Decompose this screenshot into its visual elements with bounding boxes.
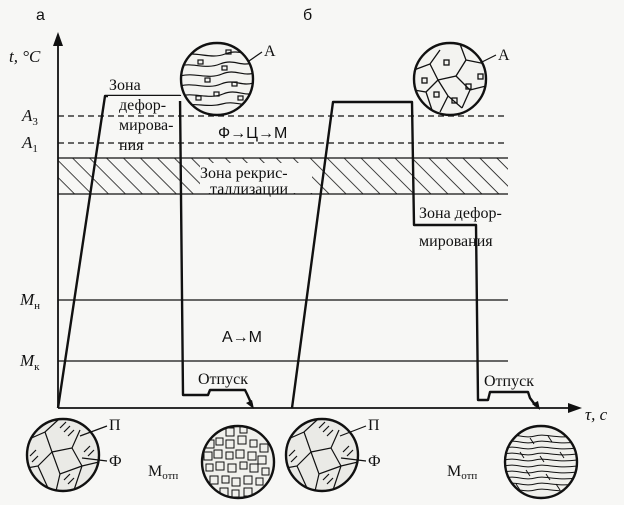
micrograph-tempered-martensite-a <box>202 426 274 498</box>
austenite-a-leader <box>249 52 262 61</box>
zone-label-deformation-b-line2: мирования <box>419 233 493 250</box>
level-label-a1: A1 <box>21 133 38 155</box>
micro-label-ferrite-a: Ф <box>109 453 122 470</box>
micro-label-austenite-a: А <box>264 43 276 60</box>
zone-label-deformation-a-line2: дефор- <box>119 97 166 114</box>
austenite-b-leader <box>482 55 496 62</box>
temper-label-a: Отпуск <box>198 371 248 388</box>
micro-label-pearlite-b: П <box>368 417 380 434</box>
temper-label-b: Отпуск <box>484 373 534 390</box>
x-axis-arrow <box>568 403 582 413</box>
panel-label-b: б <box>303 7 312 24</box>
micro-label-martensite-a: Мотп <box>148 463 178 482</box>
micrograph-recrystallized-austenite <box>414 43 486 115</box>
micrograph-ferrite-pearlite-a <box>27 419 99 491</box>
micro-label-pearlite-a: П <box>109 417 121 434</box>
process-curve-b <box>292 102 536 408</box>
panel-label-a: а <box>36 7 45 24</box>
micrograph-deformed-austenite <box>180 43 256 115</box>
transformation-label-upper: Ф→Ц→М <box>218 125 287 142</box>
zone-label-deformation-b-line1: Зона дефор- <box>419 205 502 222</box>
zone-label-deformation-a-line1: Зона <box>109 77 141 94</box>
y-axis-arrow <box>53 32 63 46</box>
zone-label-recrystallization-line1: Зона рекрис- <box>200 165 288 182</box>
zone-label-deformation-a-line4: ния <box>119 137 144 154</box>
transformation-label-lower: А→М <box>222 329 262 346</box>
micro-label-martensite-b: Мотп <box>447 463 477 482</box>
y-axis-label: t, °C <box>9 47 41 66</box>
level-label-a3: A3 <box>21 106 38 128</box>
zone-label-recrystallization-line2: таллизации <box>210 181 289 198</box>
level-label-mk: Mк <box>19 351 40 373</box>
micrograph-ferrite-pearlite-b <box>286 419 358 491</box>
micro-label-ferrite-b: Ф <box>368 453 381 470</box>
zone-label-deformation-a-line3: мирова- <box>119 117 173 134</box>
x-axis-label: τ, с <box>585 405 608 424</box>
micro-label-austenite-b: А <box>498 47 510 64</box>
level-label-mn: Mн <box>19 290 40 312</box>
micrograph-tempered-martensite-b <box>505 426 577 498</box>
